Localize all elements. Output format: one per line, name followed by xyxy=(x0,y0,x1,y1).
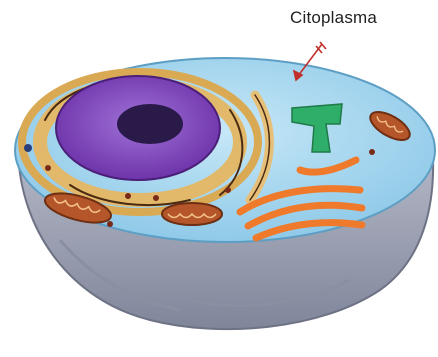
nucleolus xyxy=(117,104,183,144)
cytoplasm-label: Citoplasma xyxy=(290,8,377,28)
